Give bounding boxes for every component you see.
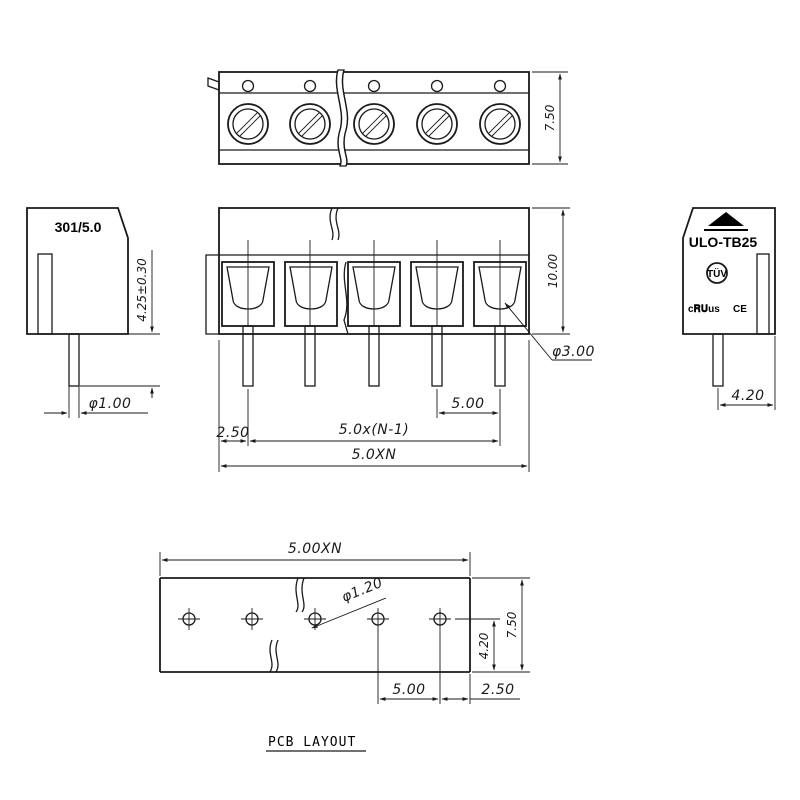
model-label-right: ULO-TB25 (689, 234, 758, 250)
dim-pcb-pitch: 5.00 (392, 682, 425, 698)
clamp-window (410, 240, 464, 327)
dim-left-pin-len: 4.25±0.30 (135, 258, 149, 322)
left-side-view: 301/5.0 4.25±0.30 φ1.00 (26, 207, 160, 418)
right-side-view: ULO-TB25 TÜV c𝐑𝐔us CE 4.20 (682, 207, 776, 410)
dim-left-pin-dia: φ1.00 (89, 396, 132, 412)
dim-edge: 2.50 (216, 425, 249, 441)
wire-hole (430, 79, 444, 93)
clamp-window (221, 240, 275, 327)
dim-pcb-row-offset: 4.20 (477, 632, 491, 659)
pcb-layout-caption: PCB LAYOUT (268, 735, 356, 750)
tuv-mark-icon: TÜV (706, 262, 728, 284)
pcb-hole (367, 608, 389, 704)
clamp-window (284, 240, 338, 327)
ul-mark-icon: c𝐑𝐔us (688, 303, 720, 315)
dim-span-n-minus-1: 5.0x(N-1) (339, 422, 409, 438)
svg-text:TÜV: TÜV (707, 267, 727, 280)
pin (494, 325, 506, 387)
wire-hole (367, 79, 381, 93)
dim-pitch: 5.00 (451, 396, 484, 412)
pin (431, 325, 443, 387)
pin (304, 325, 316, 387)
clamp-window (473, 240, 527, 327)
pin (242, 325, 254, 387)
screw-icon (353, 103, 395, 145)
dim-pcb-total: 5.00XN (288, 541, 342, 557)
screw-icon (416, 103, 458, 145)
pcb-layout-view: 5.00XN φ1.20 7.50 4.20 5.00 2.50 PCB LAY… (159, 541, 530, 752)
ce-mark-icon: CE (733, 304, 747, 315)
screw-icon (289, 103, 331, 145)
dim-pcb-edge: 2.50 (481, 682, 514, 698)
pin (68, 333, 80, 387)
top-view: 7.50 (207, 69, 568, 167)
wire-hole (493, 79, 507, 93)
screw-icon (227, 103, 269, 145)
dim-span-total: 5.0XN (352, 447, 397, 463)
front-view: 10.00 φ3.00 5.00 2.50 5.0x(N-1) 5.0XN (205, 207, 595, 472)
wire-hole (303, 79, 317, 93)
pcb-hole (241, 608, 263, 630)
pin (368, 325, 380, 387)
model-label-left: 301/5.0 (55, 219, 102, 235)
screw-icon (479, 103, 521, 145)
brand-logo-icon (704, 212, 748, 231)
dim-top-depth: 7.50 (543, 104, 557, 131)
clamp-window (347, 240, 401, 327)
pcb-hole (429, 608, 451, 704)
dim-screw-dia: φ3.00 (552, 344, 595, 360)
dim-pcb-depth: 7.50 (505, 611, 519, 638)
wire-hole (241, 79, 255, 93)
pcb-hole (178, 608, 200, 630)
pin (712, 333, 724, 387)
dim-front-height: 10.00 (546, 253, 560, 288)
dim-right-offset: 4.20 (731, 388, 764, 404)
